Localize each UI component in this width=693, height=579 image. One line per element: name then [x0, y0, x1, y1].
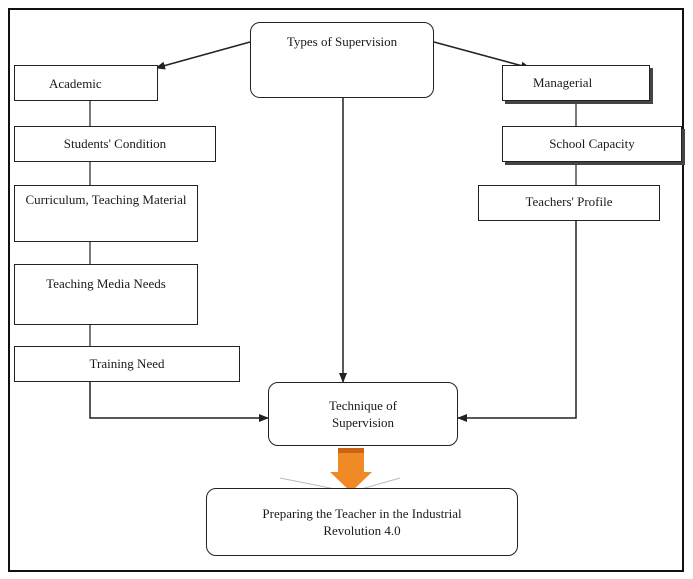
node-preparing-teacher: Preparing the Teacher in the Industrial …	[206, 488, 518, 556]
node-label: Academic	[49, 76, 102, 91]
diagram-frame	[8, 8, 684, 572]
node-label: Curriculum, Teaching Material	[25, 192, 187, 207]
node-label: Teaching Media Needs	[46, 276, 166, 291]
node-students-condition: Students' Condition	[14, 126, 216, 162]
node-technique-of-supervision: Technique of Supervision	[268, 382, 458, 446]
node-school-capacity: School Capacity	[502, 126, 682, 162]
node-teaching-media-needs: Teaching Media Needs	[14, 264, 198, 325]
arrow-root-to-academic	[155, 41, 251, 70]
arrow-training-to-technique	[89, 382, 269, 422]
node-label: Teachers' Profile	[525, 194, 613, 209]
node-label: Students' Condition	[63, 136, 167, 151]
node-curriculum-teaching-material: Curriculum, Teaching Material	[14, 185, 198, 242]
node-teachers-profile: Teachers' Profile	[478, 185, 660, 221]
node-label: Preparing the Teacher in the Industrial …	[262, 506, 462, 538]
node-academic: Academic	[14, 65, 158, 101]
block-arrow-down-icon	[279, 448, 401, 492]
node-label: School Capacity	[549, 136, 635, 151]
node-label: Types of Supervision	[286, 34, 398, 49]
arrow-root-to-managerial	[433, 41, 531, 70]
arrow-profile-to-technique	[457, 220, 577, 422]
node-label: Technique of Supervision	[328, 398, 398, 430]
node-managerial: Managerial	[502, 65, 650, 101]
node-label: Managerial	[533, 75, 593, 90]
node-training-need: Training Need	[14, 346, 240, 382]
node-types-of-supervision: Types of Supervision	[250, 22, 434, 98]
node-label: Training Need	[89, 356, 165, 371]
